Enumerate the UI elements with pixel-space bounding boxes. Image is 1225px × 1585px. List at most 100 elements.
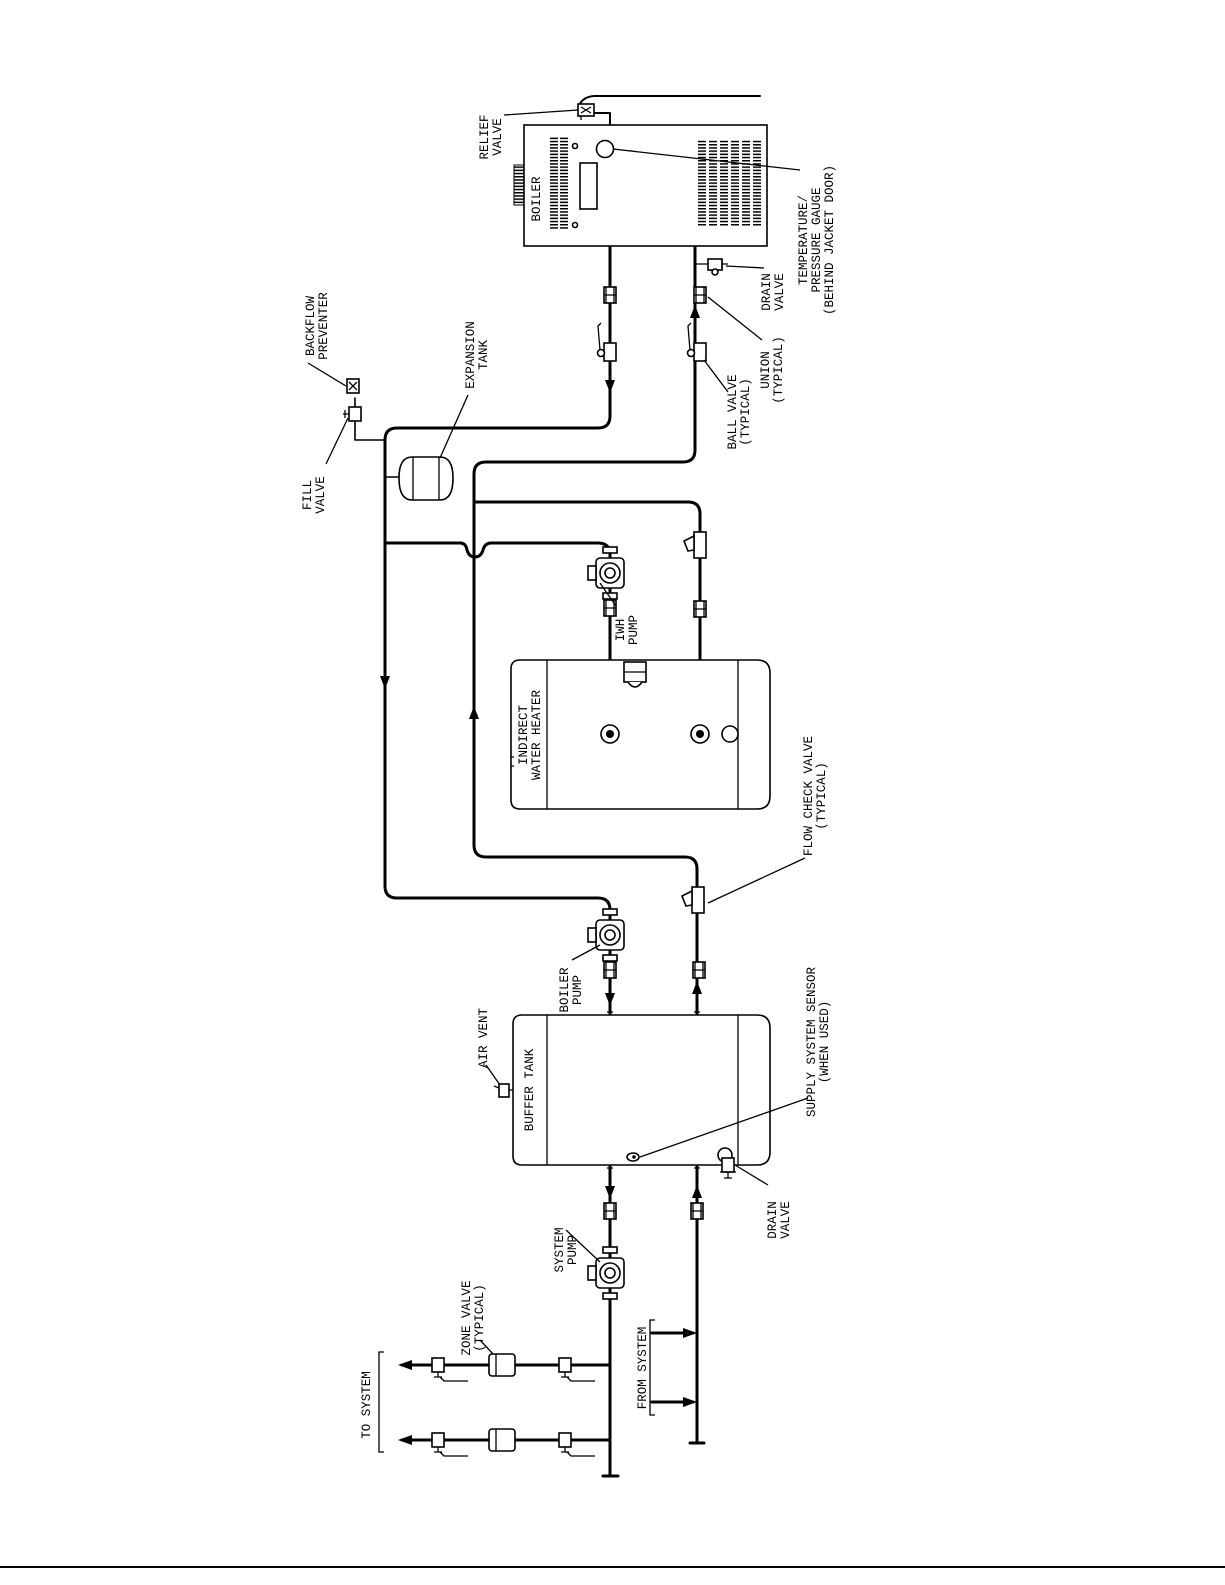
union bbox=[693, 286, 707, 304]
zone-valve bbox=[488, 1428, 516, 1452]
union bbox=[692, 961, 706, 979]
gauge-label: TEMPERATURE/ bbox=[797, 195, 811, 285]
system-pump-label: SYSTEM bbox=[553, 1227, 567, 1272]
fill-valve-label: VALVE bbox=[314, 476, 328, 514]
to-system-bracket bbox=[378, 1351, 384, 1453]
buffer-drain-label: DRAIN bbox=[766, 1201, 780, 1239]
leader-system-pump bbox=[565, 1229, 601, 1263]
arrow-up bbox=[692, 981, 702, 994]
union bbox=[603, 1202, 617, 1220]
ball-valve-label: BALL VALVE bbox=[726, 374, 740, 449]
backflow-label: PREVENTER bbox=[317, 292, 331, 360]
ball-valve bbox=[596, 322, 617, 362]
backflow-preventer bbox=[346, 378, 360, 394]
boiler-display bbox=[579, 162, 598, 210]
boiler-label: BOILER bbox=[530, 176, 544, 222]
boiler-grille-right bbox=[720, 140, 728, 226]
zone-valve-label: (TYPICAL) bbox=[473, 1284, 487, 1352]
to-system-label: TO SYSTEM bbox=[360, 1371, 374, 1439]
flow-check-valve bbox=[682, 531, 707, 559]
leader-union bbox=[707, 296, 763, 341]
boiler-supply-pipe bbox=[383, 244, 612, 1018]
ball-valve-label: (TYPICAL) bbox=[739, 378, 753, 446]
relief-valve-label: RELIEF bbox=[478, 114, 492, 159]
boiler-grille-right bbox=[731, 140, 739, 226]
piping bbox=[354, 95, 761, 1478]
relief-valve bbox=[577, 103, 595, 120]
indirect-water-heater-label: WATER HEATER bbox=[530, 689, 544, 780]
indirect-water-heater bbox=[510, 659, 771, 810]
boiler-grille-right bbox=[742, 140, 750, 226]
isolation-valve bbox=[431, 1432, 468, 1457]
buffer-drain-label: VALVE bbox=[779, 1201, 793, 1239]
air-vent bbox=[493, 1083, 513, 1098]
arrow-down bbox=[605, 380, 615, 393]
leader-sensor bbox=[639, 1097, 809, 1158]
union bbox=[603, 599, 617, 617]
iwh-pump-label: PUMP bbox=[627, 615, 641, 645]
leader-flow-check bbox=[707, 857, 806, 904]
arrow-left bbox=[398, 1360, 412, 1370]
arrow-down bbox=[380, 676, 390, 689]
expansion-tank bbox=[398, 456, 454, 501]
boiler-drain-label: VALVE bbox=[773, 273, 787, 311]
boiler-screw bbox=[571, 142, 579, 150]
iwh-return-pipe bbox=[472, 500, 702, 727]
supply-sensor-label: SUPPLY SYSTEM SENSOR bbox=[805, 966, 819, 1117]
system-pump-label: PUMP bbox=[566, 1235, 580, 1265]
union bbox=[603, 286, 617, 304]
leader-gauge bbox=[612, 148, 801, 171]
iwh-supply-pipe bbox=[383, 541, 612, 727]
buffer-tank-label: BUFFER TANK bbox=[523, 1048, 537, 1131]
boiler: BOILER bbox=[513, 124, 768, 247]
from-system-label: FROM SYSTEM bbox=[636, 1327, 650, 1410]
boiler-grille-left bbox=[550, 137, 558, 229]
boiler-grille-right bbox=[753, 140, 761, 226]
leader-buffer-drain bbox=[734, 1164, 769, 1186]
labels: RELIEF VALVE TEMPERATURE/ PRESSURE GAUGE… bbox=[301, 114, 837, 1438]
leader-ball-valve bbox=[703, 359, 729, 393]
relief-valve-label: VALVE bbox=[491, 118, 505, 156]
supply-system-sensor bbox=[626, 1152, 640, 1162]
fill-valve-label: FILL bbox=[301, 480, 315, 510]
air-vent-label: AIR VENT bbox=[477, 1007, 491, 1068]
flow-check-valve-label: FLOW CHECK VALVE bbox=[802, 736, 816, 856]
boiler-drain-valve bbox=[695, 258, 728, 276]
expansion-tank-label: EXPANSION bbox=[464, 321, 478, 389]
union bbox=[690, 1202, 704, 1220]
backflow-label: BACKFLOW bbox=[304, 295, 318, 356]
union bbox=[693, 600, 707, 618]
zone-valve bbox=[488, 1353, 516, 1377]
gauge-label: PRESSURE GAUGE bbox=[810, 187, 824, 292]
relief-discharge-pipe bbox=[577, 95, 761, 126]
heater-dhw-connection bbox=[721, 725, 739, 743]
iwh-pump bbox=[587, 546, 625, 600]
ball-valve bbox=[686, 322, 707, 362]
boiler-grille-right bbox=[698, 140, 706, 226]
leader-boiler-pump bbox=[571, 944, 601, 961]
supply-sensor-label: (WHEN USED) bbox=[818, 1001, 832, 1084]
leader-lines bbox=[307, 109, 809, 1355]
fill-valve bbox=[343, 406, 362, 422]
temperature-pressure-gauge bbox=[595, 139, 615, 159]
zone-valve-label: ZONE VALVE bbox=[460, 1280, 474, 1355]
leader-zone-valve bbox=[479, 1339, 494, 1355]
from-system-bracket bbox=[649, 1319, 655, 1416]
arrow-up bbox=[469, 706, 479, 719]
arrow-up bbox=[692, 1185, 702, 1198]
iwh-pump-label: IWH bbox=[614, 619, 628, 642]
boiler-grille-right bbox=[709, 140, 717, 226]
arrow-down bbox=[605, 993, 615, 1006]
leader-iwh-pump bbox=[599, 582, 617, 607]
leader-boiler-drain bbox=[725, 265, 765, 269]
arrow-left bbox=[398, 1435, 412, 1445]
indirect-water-heater-label: INDIRECT bbox=[517, 704, 531, 765]
isolation-valve bbox=[558, 1357, 595, 1382]
arrow-down bbox=[605, 1186, 615, 1199]
arrow-up bbox=[690, 305, 700, 318]
buffer-drain-valve bbox=[717, 1147, 736, 1179]
flue-collar bbox=[513, 164, 525, 206]
boiler-pump bbox=[587, 908, 625, 962]
buffer-tank bbox=[512, 1011, 771, 1169]
